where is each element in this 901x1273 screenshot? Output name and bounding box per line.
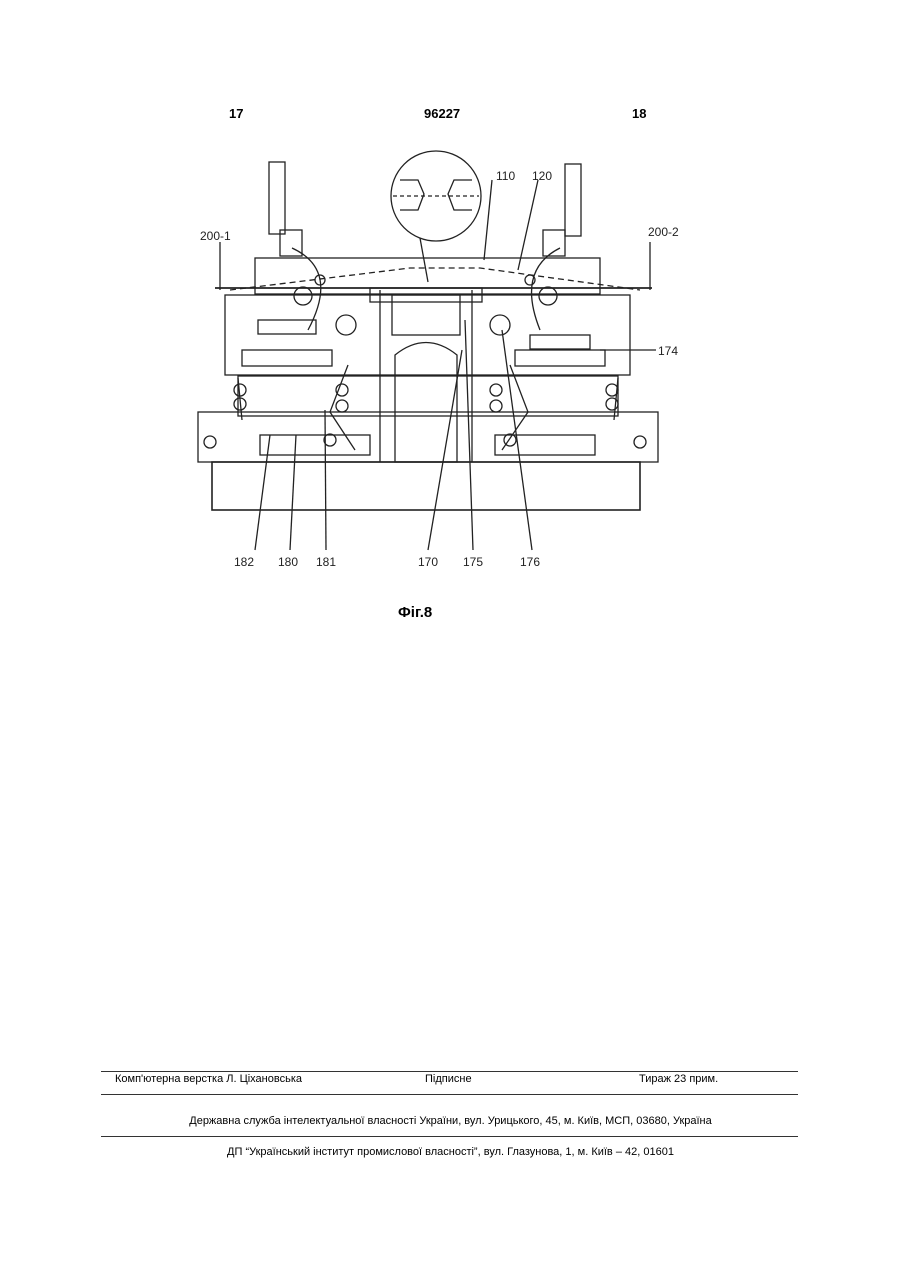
- base-plate: [212, 462, 640, 510]
- label-176: 176: [520, 555, 540, 569]
- page-number-left: 17: [229, 106, 243, 121]
- label-170: 170: [418, 555, 438, 569]
- footer-rule-mid: [101, 1094, 798, 1095]
- page-number-right: 18: [632, 106, 646, 121]
- footer-circulation: Тираж 23 прим.: [639, 1073, 718, 1085]
- label-120: 120: [532, 169, 552, 183]
- footer-institute: ДП “Український інститут промислової вла…: [0, 1146, 901, 1158]
- label-180: 180: [278, 555, 298, 569]
- label-175: 175: [463, 555, 483, 569]
- technical-drawing: 200-1 200-2 110 120 174 182 180 181 170 …: [180, 150, 700, 580]
- label-182: 182: [234, 555, 254, 569]
- footer-signed: Підписне: [425, 1073, 472, 1085]
- patent-number: 96227: [424, 106, 460, 121]
- footer-rule-bottom: [101, 1136, 798, 1137]
- footer-agency: Державна служба інтелектуальної власност…: [0, 1115, 901, 1127]
- label-181: 181: [316, 555, 336, 569]
- label-174: 174: [658, 344, 678, 358]
- label-110: 110: [496, 169, 515, 183]
- footer-layout-credit: Комп'ютерна верстка Л. Ціхановська: [115, 1073, 302, 1085]
- label-200-1: 200-1: [200, 229, 231, 243]
- label-200-2: 200-2: [648, 225, 679, 239]
- footer-rule-top: [101, 1071, 798, 1072]
- figure-caption: Фіг.8: [398, 604, 432, 621]
